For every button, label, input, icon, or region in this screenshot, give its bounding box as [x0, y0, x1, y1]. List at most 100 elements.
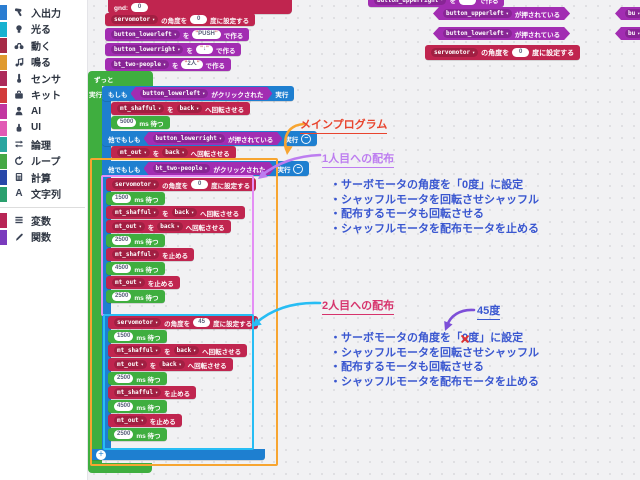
- direction-dropdown[interactable]: back: [159, 360, 185, 369]
- motor-dropdown[interactable]: mt_out: [114, 416, 147, 425]
- wait-ms-value[interactable]: 2500: [114, 374, 134, 383]
- block-servo-set-45[interactable]: servomotor の角度を 45 度に設定する: [108, 316, 259, 329]
- motor-dropdown[interactable]: mt_out: [112, 278, 145, 287]
- block-stop-mt-out[interactable]: mt_out を止める: [106, 276, 180, 289]
- block-wait[interactable]: 2500 ms 待つ: [108, 372, 167, 385]
- direction-dropdown[interactable]: back: [157, 222, 183, 231]
- var-dropdown[interactable]: button_upperright: [374, 0, 447, 5]
- sidebar-item-light[interactable]: 光る: [0, 21, 87, 38]
- if-block-bottom-bar[interactable]: ＋: [90, 449, 265, 460]
- block-hex-partial[interactable]: bu: [615, 27, 640, 40]
- var-dropdown[interactable]: button_lowerright: [111, 45, 184, 54]
- block-wait[interactable]: 1500 ms 待つ: [106, 192, 165, 205]
- block-wait[interactable]: 4500 ms 待つ: [106, 262, 165, 275]
- servo-dropdown[interactable]: servomotor: [431, 48, 479, 57]
- wait-ms-value[interactable]: 4500: [114, 402, 134, 411]
- angle-value[interactable]: 0: [190, 15, 208, 24]
- block-stop-mt-out[interactable]: mt_out を止める: [108, 414, 182, 427]
- wait-ms-value[interactable]: 2500: [114, 430, 134, 439]
- sidebar-item-functions[interactable]: 関数: [0, 229, 87, 246]
- var-dropdown[interactable]: button_lowerleft: [140, 89, 209, 98]
- motor-dropdown[interactable]: mt_shafful: [117, 104, 165, 113]
- direction-dropdown[interactable]: back: [176, 104, 203, 113]
- string-value[interactable]: ↓: [195, 45, 213, 54]
- var-dropdown[interactable]: bt_two-people: [111, 60, 169, 69]
- block-gnd[interactable]: gnd: 0: [108, 0, 292, 14]
- motor-dropdown[interactable]: mt_out: [114, 360, 147, 369]
- string-value[interactable]: 2人: [181, 60, 203, 69]
- add-branch-button[interactable]: ＋: [96, 449, 106, 460]
- block-wait[interactable]: 2500 ms 待つ: [108, 428, 167, 441]
- block-rotate-mt-shafful[interactable]: mt_shafful を back へ回転させる: [106, 206, 246, 219]
- angle-value[interactable]: 0: [191, 180, 209, 189]
- servo-dropdown[interactable]: servomotor: [111, 15, 159, 24]
- block-wait[interactable]: 2500 ms 待つ: [106, 234, 165, 247]
- condition-hex[interactable]: button_lowerright が押されている: [144, 132, 283, 145]
- motor-dropdown[interactable]: mt_shafful: [112, 208, 160, 217]
- direction-dropdown[interactable]: back: [171, 208, 198, 217]
- sidebar-item-move[interactable]: 動く: [0, 37, 87, 54]
- servo-dropdown[interactable]: servomotor: [112, 180, 160, 189]
- elseif-block-header-lowerright[interactable]: 他でもしも button_lowerright が押されている 実行 −: [102, 131, 318, 146]
- block-servo-set-right[interactable]: servomotor の角度を 0 度に設定する: [425, 45, 581, 60]
- wait-ms-value[interactable]: 4500: [112, 264, 132, 273]
- block-rotate-mt-out[interactable]: mt_out を back へ回転させる: [111, 146, 236, 159]
- gnd-value[interactable]: 0: [131, 3, 149, 12]
- block-hex-partial[interactable]: bu: [615, 7, 640, 20]
- string-value[interactable]: [458, 0, 476, 5]
- sidebar-item-io[interactable]: 入出力: [0, 4, 87, 21]
- sidebar-item-sensor[interactable]: センサ: [0, 70, 87, 87]
- direction-dropdown[interactable]: back: [162, 148, 188, 157]
- wait-ms-value[interactable]: 1500: [114, 332, 134, 341]
- block-wait[interactable]: 1500 ms 待つ: [108, 330, 167, 343]
- block-create-button-lowerleft[interactable]: button_lowerleft を PUSH で作る: [105, 28, 250, 41]
- motor-dropdown[interactable]: mt_shafful: [112, 250, 160, 259]
- collapse-branch-button[interactable]: −: [293, 163, 304, 174]
- string-value[interactable]: PUSH: [192, 30, 221, 39]
- sidebar-item-kit[interactable]: キット: [0, 87, 87, 104]
- block-hex-button-upperleft-pressed[interactable]: button_upperleft が押されている: [433, 7, 570, 20]
- block-rotate-mt-shafful[interactable]: mt_shafful を back へ回転させる: [108, 344, 248, 357]
- var-dropdown[interactable]: button_lowerleft: [111, 30, 180, 39]
- block-wait[interactable]: 4500 ms 待つ: [108, 400, 167, 413]
- motor-dropdown[interactable]: mt_shafful: [114, 388, 162, 397]
- block-rotate-mt-out[interactable]: mt_out を back へ回転させる: [106, 220, 231, 233]
- block-wait[interactable]: 2500 ms 待つ: [106, 290, 165, 303]
- sidebar-item-text[interactable]: A 文字列: [0, 186, 87, 203]
- sidebar-item-variables[interactable]: 変数: [0, 212, 87, 229]
- motor-dropdown[interactable]: mt_shafful: [114, 346, 162, 355]
- var-dropdown[interactable]: button_lowerright: [153, 134, 225, 143]
- var-dropdown[interactable]: bu: [625, 9, 640, 18]
- motor-dropdown[interactable]: mt_out: [112, 222, 145, 231]
- sidebar-item-ai[interactable]: AI: [0, 103, 87, 120]
- if-block-header[interactable]: もしも button_lowerleft がクリックされた 実行: [102, 86, 295, 101]
- servo-dropdown[interactable]: servomotor: [114, 318, 162, 327]
- wait-ms-value[interactable]: 2500: [112, 292, 132, 301]
- var-dropdown[interactable]: button_lowerleft: [443, 29, 512, 38]
- block-workspace[interactable]: gnd: 0 servomotor の角度を 0 度に設定する button_l…: [88, 0, 640, 480]
- block-create-button-upperright[interactable]: button_upperright を で作る: [368, 0, 505, 7]
- condition-hex[interactable]: bt_two-people がクリックされた: [144, 162, 275, 175]
- sidebar-item-loop[interactable]: ループ: [0, 153, 87, 170]
- sidebar-item-ui[interactable]: UI: [0, 120, 87, 137]
- direction-dropdown[interactable]: back: [173, 346, 200, 355]
- var-dropdown[interactable]: button_upperleft: [443, 9, 512, 18]
- block-stop-mt-shafful[interactable]: mt_shafful を止める: [106, 248, 195, 261]
- block-create-bt-two-people[interactable]: bt_two-people を 2人 で作る: [105, 58, 232, 71]
- wait-ms-value[interactable]: 2500: [112, 236, 132, 245]
- forever-block-header[interactable]: ずっと: [88, 71, 153, 86]
- motor-dropdown[interactable]: mt_out: [117, 148, 150, 157]
- var-dropdown[interactable]: bu: [625, 29, 640, 38]
- wait-ms-value[interactable]: 1500: [112, 194, 132, 203]
- block-stop-mt-shafful[interactable]: mt_shafful を止める: [108, 386, 197, 399]
- sidebar-item-math[interactable]: 計算: [0, 169, 87, 186]
- block-wait[interactable]: 5000 ms 待つ: [111, 116, 170, 129]
- sidebar-item-sound[interactable]: 鳴る: [0, 54, 87, 71]
- wait-ms-value[interactable]: 5000: [117, 118, 137, 127]
- elseif-block-header-two-people[interactable]: 他でもしも bt_two-people がクリックされた 実行 −: [102, 161, 310, 176]
- block-create-button-lowerright[interactable]: button_lowerright を ↓ で作る: [105, 43, 242, 56]
- block-rotate-mt-out[interactable]: mt_out を back へ回転させる: [108, 358, 233, 371]
- block-rotate-mt-shafful[interactable]: mt_shafful を back へ回転させる: [111, 102, 251, 115]
- var-dropdown[interactable]: bt_two-people: [153, 164, 211, 173]
- collapse-branch-button[interactable]: −: [301, 133, 312, 144]
